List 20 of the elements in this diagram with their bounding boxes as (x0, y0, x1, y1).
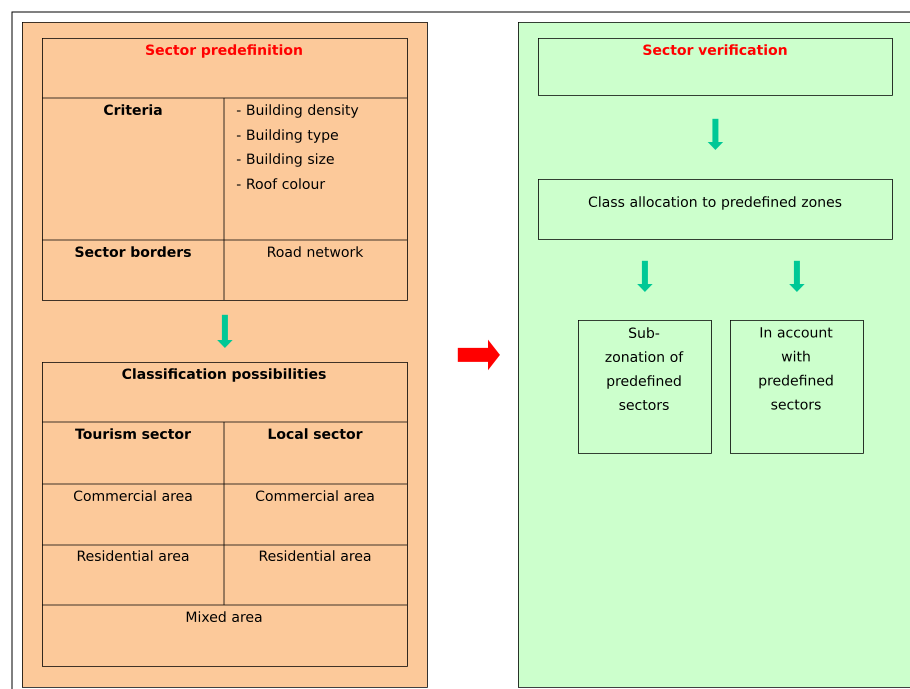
process-box: Sub- zonation of predefined sectors (578, 320, 712, 454)
table-cell: Sector borders (75, 246, 191, 258)
table-cell: Residential area (260, 550, 370, 562)
table-cell: Tourism sector (75, 428, 191, 440)
list-item: - Building size (236, 153, 334, 167)
table-header: Sector predefinition (146, 44, 302, 58)
list-item: - Building density (236, 104, 358, 118)
table-cell: Commercial area (74, 490, 192, 502)
process-box: Sector verification (538, 38, 893, 96)
table-cell: Residential area (78, 550, 188, 562)
table-cell: Criteria (104, 104, 162, 116)
table-cell: Road network (268, 246, 364, 258)
table-cell: Mixed area (186, 611, 262, 622)
table-header: Classification possibilities (122, 368, 326, 382)
table-cell: Local sector (268, 428, 363, 440)
list-item: - Roof colour (236, 178, 326, 190)
table-cell: Commercial area (256, 490, 374, 502)
process-box: In account with predefined sectors (730, 320, 864, 454)
process-box: Class allocation to predefined zones (538, 179, 893, 240)
list-item: - Building type (236, 129, 338, 143)
